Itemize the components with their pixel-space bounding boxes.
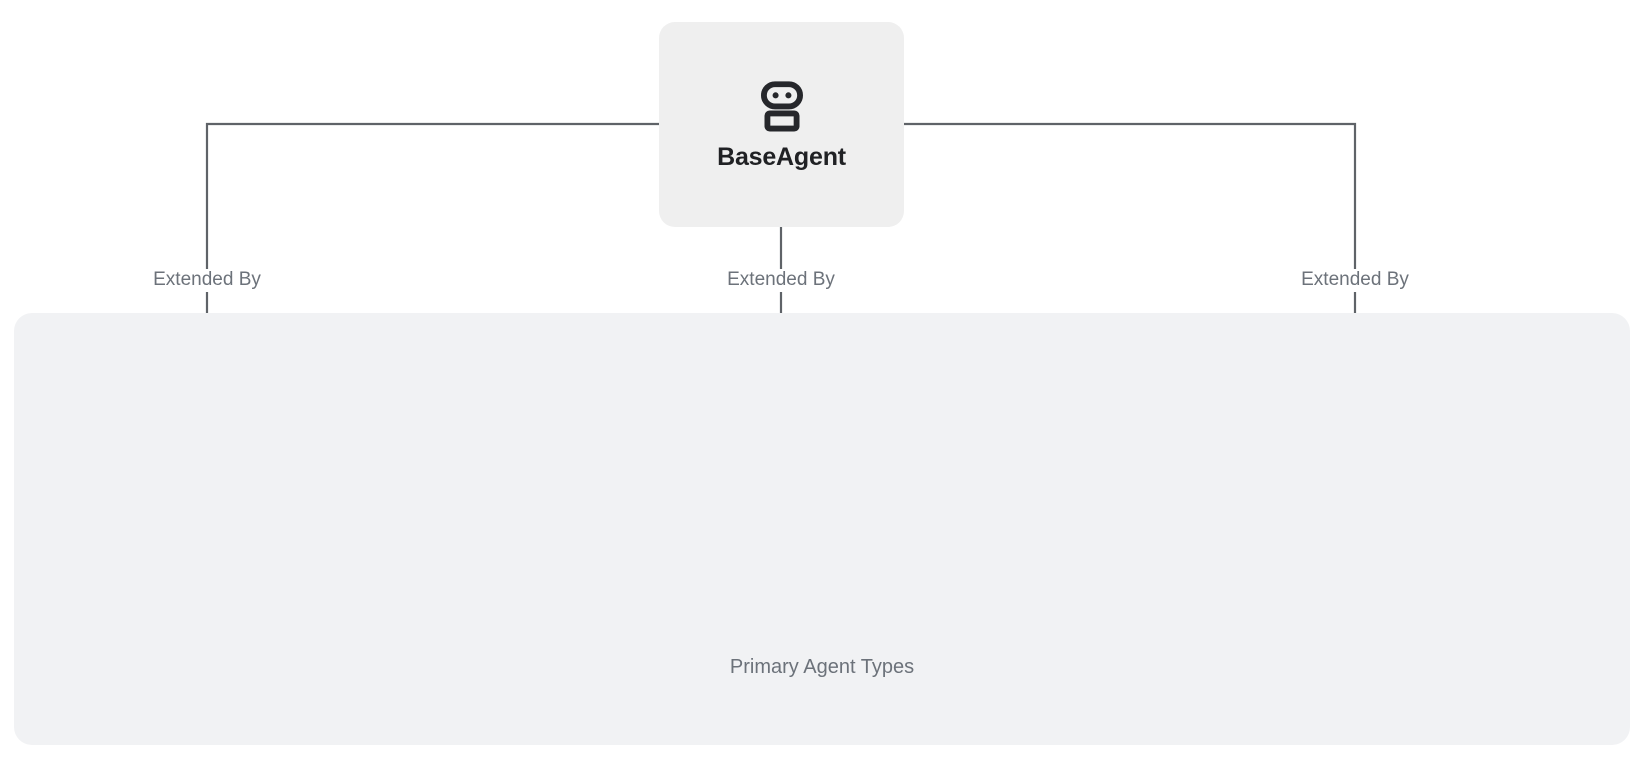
edge-label-right: Extended By (1292, 269, 1418, 292)
edge-label-middle: Extended By (718, 269, 844, 292)
edge-label-left: Extended By (144, 269, 270, 292)
node-base-agent[interactable]: BaseAgent (659, 22, 904, 227)
primary-agent-types-group: Primary Agent Types (14, 313, 1630, 745)
group-caption: Primary Agent Types (729, 656, 915, 678)
base-agent-label: BaseAgent (717, 143, 846, 171)
robot-icon (760, 81, 803, 132)
